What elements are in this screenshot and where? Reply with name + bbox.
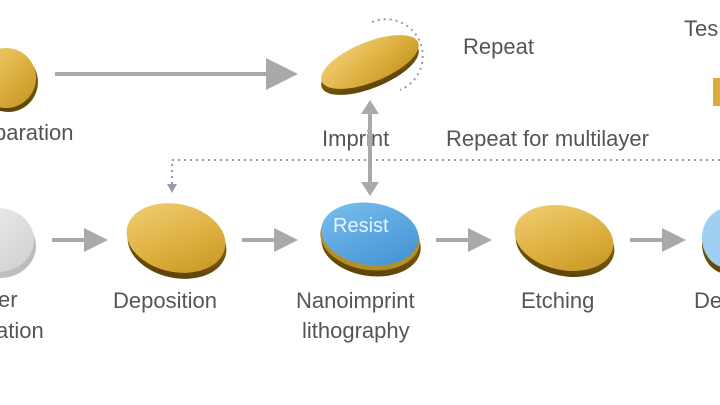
substrate-disc — [0, 208, 36, 278]
label-substrate-line2-partial: ation — [0, 318, 44, 343]
label-preparation-partial: paration — [0, 120, 74, 145]
label-substrate-line1-partial: er — [0, 287, 18, 312]
label-deposition: Deposition — [113, 288, 217, 313]
deposition-disc — [126, 203, 227, 279]
label-resist: Resist — [333, 215, 389, 237]
label-imprint: Imprint — [322, 126, 389, 151]
right-partial-disc — [702, 209, 720, 273]
top-left-disc — [0, 48, 38, 112]
label-test-partial: Tes — [684, 16, 718, 41]
etching-disc — [514, 205, 615, 277]
label-nanoimprint: Nanoimprint — [296, 288, 415, 313]
vertical-arrow-up-head — [361, 100, 379, 114]
top-right-item-partial — [713, 78, 720, 106]
label-etching: Etching — [521, 288, 594, 313]
multilayer-feedback-line — [171, 159, 720, 186]
vertical-arrow-down-head — [361, 182, 379, 196]
imprint-disc — [321, 35, 419, 95]
label-repeat: Repeat — [463, 34, 534, 59]
label-lithography: lithography — [302, 318, 410, 343]
resist-disc — [320, 202, 421, 277]
label-next-step-partial: De — [694, 288, 720, 313]
multilayer-feedback-arrowhead — [167, 184, 177, 193]
label-repeat-for-multilayer: Repeat for multilayer — [446, 126, 649, 151]
